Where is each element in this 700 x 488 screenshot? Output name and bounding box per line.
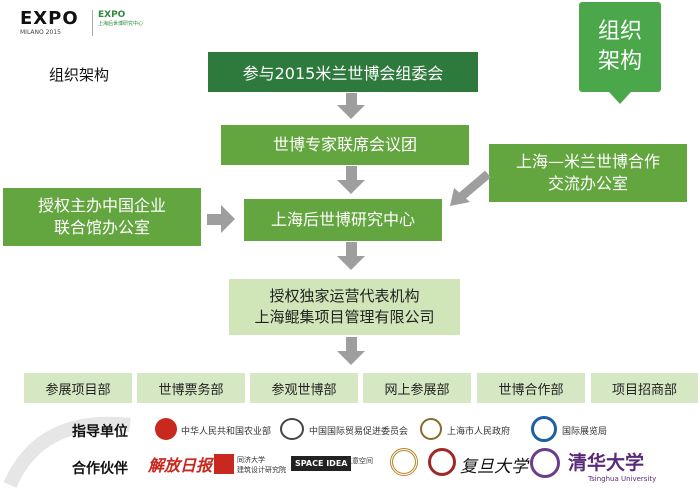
partners-label: 合作伙伴 [72, 461, 128, 477]
expert-panel-box: 世博专家联席会议团 [221, 125, 469, 165]
expo-logo-subtitle: MILANO 2015 [20, 29, 61, 36]
department-box: 参展项目部 [24, 373, 132, 403]
tsinghua-english-text: Tsinghua University [588, 475, 657, 483]
tongji-logo-mark [214, 454, 234, 474]
arrow-diagonal-icon [450, 170, 491, 206]
committee-box: 参与2015米兰世博会组委会 [208, 52, 478, 92]
corner-badge: 组织 架构 [579, 2, 661, 92]
department-box: 参观世博部 [250, 373, 358, 403]
guidance-org: 中国国际贸易促进委员会 [309, 427, 409, 437]
expo-logo: EXPO MILANO 2015 [20, 10, 82, 38]
department-box: 项目招商部 [591, 373, 698, 403]
expo-secondary-logo: EXPO 上海后世博研究中心 [98, 10, 146, 38]
left-office-box: 授权主办中国企业 联合馆办公室 [3, 188, 201, 246]
arrow-down-icon [337, 256, 365, 270]
agriculture-emblem [155, 418, 177, 440]
fudan-seal-icon [428, 448, 456, 476]
arrow-right-icon [221, 205, 235, 233]
background-watermark [3, 416, 131, 488]
arrow-shaft [346, 93, 357, 105]
logo-divider [92, 10, 93, 36]
bie-emblem [531, 416, 557, 442]
jiefang-daily-logo: 解放日报 [148, 456, 213, 475]
operator-box: 授权独家运营代表机构 上海鲲集项目管理有限公司 [229, 279, 460, 335]
research-center-box: 上海后世博研究中心 [244, 199, 442, 241]
partner-org: 同济大学 [237, 456, 265, 464]
partner-org: 点意空间 [345, 457, 373, 465]
arrow-down-icon [337, 105, 365, 119]
guidance-label: 指导单位 [72, 424, 128, 440]
tsinghua-seal-icon [530, 448, 560, 478]
partner-org: 建筑设计研究院 [237, 466, 286, 474]
arrow-shaft [346, 166, 357, 180]
arrow-shaft [207, 214, 221, 225]
expo-secondary-text: EXPO [98, 10, 126, 20]
fudan-logo-text: 复旦大学 [460, 457, 528, 477]
department-box: 世博票务部 [137, 373, 245, 403]
guidance-org: 上海市人民政府 [447, 427, 511, 437]
page-title: 组织架构 [49, 66, 110, 84]
expo-logo-text: EXPO [20, 8, 79, 29]
arrow-down-icon [337, 180, 365, 194]
shanghai-gov-emblem [420, 418, 442, 440]
partner-seal-icon [390, 448, 418, 476]
arrow-shaft [346, 242, 357, 256]
guidance-org: 国际展览局 [562, 427, 608, 437]
space-idea-logo: SPACE IDEA [291, 456, 352, 471]
arrow-shaft [346, 337, 357, 351]
ccpit-emblem [280, 418, 304, 440]
arrow-down-icon [337, 351, 365, 365]
expo-secondary-subtitle: 上海后世博研究中心 [98, 21, 144, 27]
guidance-org: 中华人民共和国农业部 [181, 427, 272, 437]
corner-badge-pointer [609, 92, 631, 104]
department-box: 世博合作部 [477, 373, 585, 403]
tsinghua-logo-text: 清华大学 [568, 452, 645, 474]
right-office-box: 上海—米兰世博合作 交流办公室 [489, 144, 687, 202]
department-box: 网上参展部 [363, 373, 471, 403]
